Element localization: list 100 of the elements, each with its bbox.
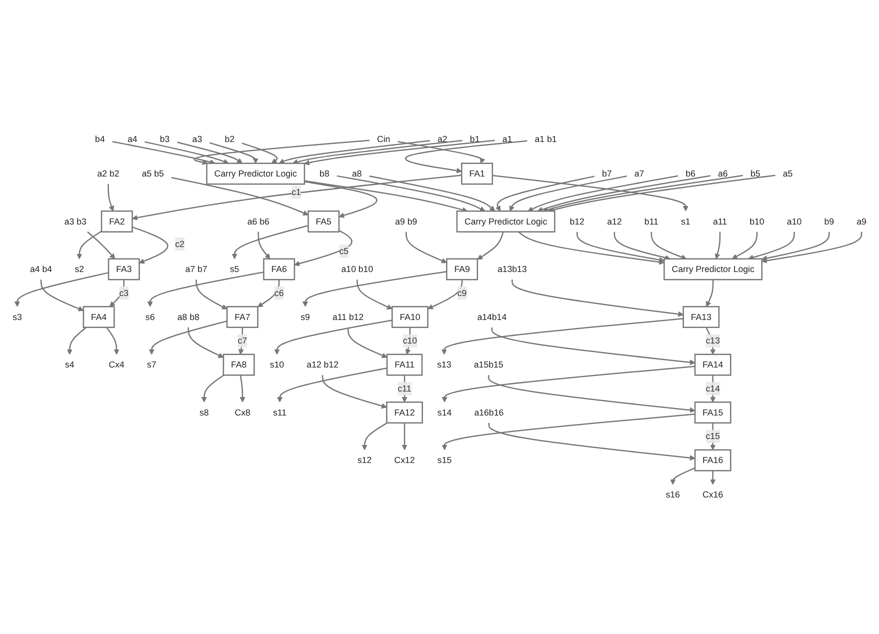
- node-text: a13b13: [497, 264, 527, 274]
- node-box: FA11: [386, 354, 423, 376]
- edge-label: c9: [457, 288, 467, 298]
- node-text: s16: [666, 490, 680, 500]
- node-text: Cx4: [108, 359, 124, 370]
- node-text: a16b16: [474, 407, 504, 418]
- arrow: [542, 174, 743, 212]
- arrow: [177, 142, 242, 164]
- node-text: a8: [352, 168, 362, 178]
- node-text: s11: [273, 407, 287, 418]
- node-text: a8 b8: [177, 312, 200, 322]
- node-text: a1 b1: [534, 134, 557, 144]
- edge-label: c1: [292, 186, 301, 198]
- arrow: [147, 271, 264, 307]
- node-text: b12: [570, 216, 584, 226]
- arrow: [302, 270, 447, 307]
- arrow: [108, 184, 114, 212]
- arrow: [492, 174, 688, 212]
- edge-label: c6: [274, 288, 284, 298]
- edge-label: c13: [706, 336, 720, 346]
- arrow: [322, 375, 387, 409]
- arrow: [528, 175, 678, 212]
- node-box: FA10: [392, 306, 428, 328]
- node-text: b8: [320, 168, 330, 178]
- arrow: [109, 280, 125, 307]
- arrow: [209, 142, 258, 164]
- node-text: Cx12: [394, 454, 415, 466]
- node-text: a14b14: [477, 312, 507, 322]
- node-box: FA5: [308, 210, 340, 232]
- node-text: s4: [65, 359, 74, 370]
- node-box: FA6: [263, 258, 296, 280]
- node-text: a5: [782, 168, 793, 178]
- node-text: b3: [160, 134, 170, 144]
- node-text: a10 b10: [341, 264, 374, 274]
- arrow: [732, 232, 758, 260]
- node-text: a3 b3: [64, 216, 86, 226]
- node-text: s12: [357, 454, 372, 466]
- node-text: b2: [224, 134, 234, 144]
- node-text: Cx16: [702, 490, 724, 500]
- arrow: [362, 422, 388, 450]
- arrow: [336, 175, 486, 212]
- node-text: a3: [192, 134, 202, 144]
- node-box: Carry Predictor Logic: [206, 162, 306, 185]
- edge-label: c11: [398, 383, 412, 394]
- arrow: [292, 140, 462, 165]
- node-text: s3: [12, 312, 22, 322]
- node-text: a15b15: [474, 359, 504, 370]
- arrow: [356, 280, 392, 310]
- node-box: FA16: [694, 449, 732, 472]
- node-box: FA13: [682, 306, 720, 328]
- node-text: a7: [634, 168, 644, 178]
- node-text: a4: [127, 134, 138, 144]
- node-text: b1: [470, 134, 480, 144]
- arrow: [477, 232, 504, 260]
- node-text: a9 b9: [395, 216, 418, 226]
- arrow: [548, 174, 776, 213]
- node-box: Carry Predictor Logic: [664, 258, 763, 280]
- arrow: [670, 467, 696, 485]
- node-box: FA15: [694, 402, 732, 424]
- node-box: FA2: [100, 210, 133, 232]
- arrow: [112, 140, 216, 165]
- arrow: [398, 140, 486, 164]
- node-box: FA7: [226, 306, 258, 328]
- node-text: s2: [74, 264, 84, 274]
- arrow: [347, 327, 388, 358]
- arrow: [194, 140, 370, 165]
- node-text: s13: [437, 359, 452, 370]
- node-text: a7 b7: [185, 264, 208, 274]
- edge-label: c10: [402, 336, 418, 346]
- node-text: a4 b4: [30, 264, 52, 274]
- arrow: [441, 318, 684, 355]
- node-text: s15: [437, 454, 452, 466]
- node-text: a2 b2: [97, 168, 120, 178]
- arrow: [87, 231, 116, 260]
- node-text: a6 b6: [247, 216, 270, 226]
- node-box: FA8: [222, 354, 255, 376]
- node-text: b9: [824, 216, 834, 226]
- node-text: s7: [147, 359, 156, 370]
- arrow: [132, 174, 462, 220]
- arrow: [406, 232, 447, 264]
- node-text: a1: [502, 134, 512, 144]
- arrow: [148, 320, 228, 355]
- arrow: [304, 181, 378, 218]
- arrow: [66, 326, 87, 355]
- node-box: Carry Predictor Logic: [456, 210, 556, 232]
- arrow: [274, 320, 392, 355]
- arrow: [495, 176, 595, 212]
- arrow: [748, 232, 795, 260]
- arrow: [762, 232, 830, 261]
- edge-label: c2: [175, 238, 184, 249]
- arrow: [278, 140, 430, 164]
- node-text: s6: [145, 312, 155, 322]
- arrow: [304, 140, 495, 166]
- arrow: [369, 176, 496, 212]
- arrow: [442, 413, 696, 450]
- arrow: [232, 224, 308, 260]
- node-text: a5 b5: [142, 168, 164, 178]
- node-text: a11: [712, 216, 727, 226]
- node-text: s8: [199, 407, 209, 418]
- arrow: [762, 232, 862, 264]
